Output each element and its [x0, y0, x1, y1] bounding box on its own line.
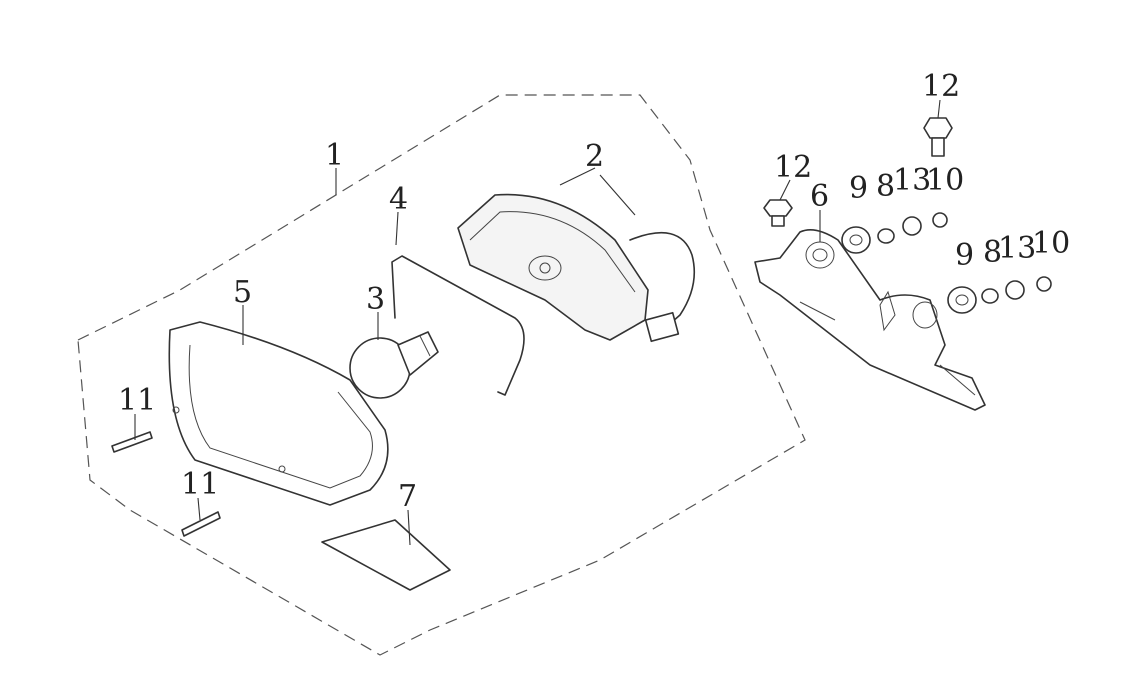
assembly-boundary	[77, 94, 806, 656]
callout-12-left: 12	[774, 150, 812, 185]
callout-1: 1	[325, 138, 344, 173]
callout-3: 3	[366, 282, 385, 317]
callout-9-upper: 9	[849, 171, 868, 206]
callout-5: 5	[233, 275, 252, 310]
callout-8-upper: 8	[876, 169, 895, 204]
lamp-housing	[457, 193, 696, 343]
callout-6: 6	[810, 179, 829, 214]
callout-10-upper: 10	[926, 163, 964, 198]
mounting-bracket	[754, 229, 986, 411]
leader-lines	[134, 99, 941, 546]
callout-9-lower: 9	[955, 238, 974, 273]
screws	[111, 431, 221, 537]
hardware-lower	[947, 276, 1052, 314]
callout-4: 4	[389, 182, 408, 217]
callout-12-top: 12	[922, 69, 960, 104]
hardware-upper	[763, 117, 953, 254]
callout-2: 2	[585, 139, 604, 174]
callout-8-lower: 8	[983, 235, 1002, 270]
callout-13-lower: 13	[998, 231, 1036, 266]
reflector-plate	[321, 519, 451, 591]
callout-13-upper: 13	[893, 163, 931, 198]
lamp-lens	[168, 321, 389, 506]
callout-11-bottom: 11	[181, 467, 219, 502]
wire-clip	[391, 255, 525, 396]
callout-11-left: 11	[118, 383, 156, 418]
callout-7: 7	[398, 479, 417, 514]
bulb	[349, 331, 439, 399]
callout-10-lower: 10	[1032, 226, 1070, 261]
callout-labels: 1 2 3 4 5 6 7 9 8 13 10 9 8 13 10 11 11 …	[118, 69, 1070, 514]
